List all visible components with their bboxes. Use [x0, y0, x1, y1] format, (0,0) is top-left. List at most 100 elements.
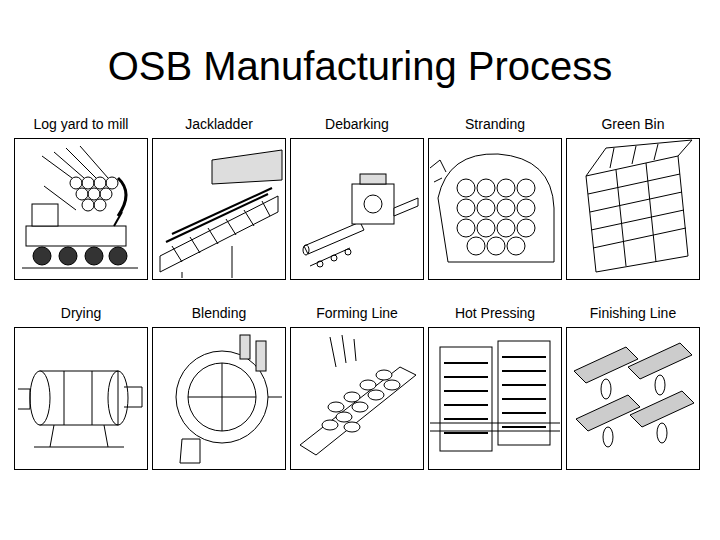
drawing-stroke	[360, 380, 376, 390]
drawing-stroke	[50, 425, 54, 447]
drawing-stroke	[124, 387, 142, 407]
process-panel: Jackladder	[152, 138, 286, 280]
process-panel: Green Bin	[566, 138, 700, 280]
drawing-stroke	[586, 140, 692, 176]
drawing-stroke	[33, 247, 51, 265]
hot-press-drawing	[430, 341, 560, 451]
log-loader-drawing	[22, 146, 138, 268]
process-panel: Drying	[14, 327, 148, 470]
drawing-stroke	[574, 343, 694, 431]
diagram-title: OSB Manufacturing Process	[0, 42, 720, 90]
drawing-stroke	[444, 418, 488, 420]
drawing-stroke	[444, 376, 488, 378]
step-label: Finishing Line	[561, 305, 705, 322]
drawing-stroke	[591, 210, 684, 230]
drawing-stroke	[434, 178, 442, 182]
drawing-stroke	[42, 156, 72, 178]
drawing-stroke	[344, 422, 360, 432]
process-panel: Finishing Line	[566, 327, 700, 470]
drawing-stroke	[172, 188, 272, 234]
drawing-stroke	[590, 192, 682, 212]
drawing-stroke	[655, 375, 665, 395]
drawing-stroke	[457, 179, 535, 255]
process-panel: Log yard to mill	[14, 138, 148, 280]
drawing-stroke	[331, 255, 337, 261]
drawing-stroke	[603, 427, 613, 447]
finishing-line-drawing	[574, 343, 694, 447]
drawing-stroke	[304, 222, 364, 254]
drawing-stroke	[430, 431, 560, 432]
drawing-stroke	[344, 392, 360, 402]
drawing-stroke	[368, 390, 384, 400]
drawing-stroke	[22, 268, 138, 269]
process-panel: Blending	[152, 327, 286, 470]
drawing-stroke	[352, 402, 368, 412]
drawing-stroke	[502, 356, 546, 358]
drawing-stroke	[328, 402, 344, 412]
step-label: Hot Pressing	[423, 305, 567, 322]
drawing-stroke	[586, 156, 688, 272]
drawing-stroke	[109, 247, 127, 265]
forming-line-drawing	[300, 335, 416, 455]
drawing-stroke	[467, 237, 485, 255]
drawing-stroke	[477, 179, 495, 197]
step-label: Forming Line	[285, 305, 429, 322]
step-label: Log yard to mill	[9, 116, 153, 133]
drawing-stroke	[172, 246, 182, 262]
drawing-stroke	[444, 357, 546, 433]
drawing-stroke	[26, 226, 126, 246]
drawing-stroke	[444, 362, 488, 364]
drawing-stroke	[317, 261, 323, 267]
drawing-stroke	[394, 198, 418, 216]
step-label: Green Bin	[561, 116, 705, 133]
drawing-stroke	[80, 146, 108, 178]
drawing-stroke	[360, 174, 386, 184]
drawing-stroke	[352, 184, 394, 224]
drawing-stroke	[497, 199, 515, 217]
drawing-stroke	[190, 237, 200, 253]
drawing-stroke	[160, 196, 278, 272]
drawing-stroke	[646, 163, 656, 262]
drawing-stroke	[430, 160, 446, 172]
drawing-stroke	[34, 447, 124, 448]
drawing-stroke	[94, 177, 106, 189]
drawing-stroke	[477, 199, 495, 217]
process-panel: Stranding	[428, 138, 562, 280]
drawing-stroke	[208, 228, 218, 244]
drawing-stroke	[517, 219, 535, 237]
drawing-stroke	[574, 347, 638, 383]
drawing-stroke	[502, 426, 546, 428]
drawing-stroke	[438, 154, 554, 262]
strander-drawing	[430, 154, 554, 262]
process-panel: Hot Pressing	[428, 327, 562, 470]
drawing-stroke	[180, 439, 200, 463]
drawing-stroke	[364, 195, 382, 213]
drawing-stroke	[457, 179, 475, 197]
drawing-stroke	[70, 177, 82, 189]
drawing-stroke	[487, 237, 505, 255]
drawing-stroke	[232, 246, 233, 278]
drawing-stroke	[256, 341, 266, 371]
drawing-stroke	[300, 367, 416, 455]
drawing-stroke	[330, 337, 336, 367]
drawing-stroke	[94, 199, 106, 211]
drawing-stroke	[244, 210, 254, 226]
drawing-stroke	[502, 398, 546, 400]
step-label: Stranding	[423, 116, 567, 133]
drawing-stroke	[342, 335, 346, 363]
drawing-stroke	[66, 148, 96, 178]
step-label: Jackladder	[147, 116, 291, 133]
drawing-stroke	[576, 395, 640, 431]
drawing-stroke	[82, 199, 94, 211]
drawing-stroke	[212, 150, 282, 184]
drawing-stroke	[430, 423, 560, 424]
drawing-stroke	[54, 152, 84, 178]
drawing-stroke	[593, 228, 686, 248]
drawing-stroke	[310, 248, 350, 266]
drawing-stroke	[18, 389, 30, 409]
drawing-stroke	[444, 432, 488, 434]
drawing-stroke	[502, 384, 546, 386]
drawing-stroke	[601, 375, 667, 447]
drawing-stroke	[268, 397, 282, 398]
